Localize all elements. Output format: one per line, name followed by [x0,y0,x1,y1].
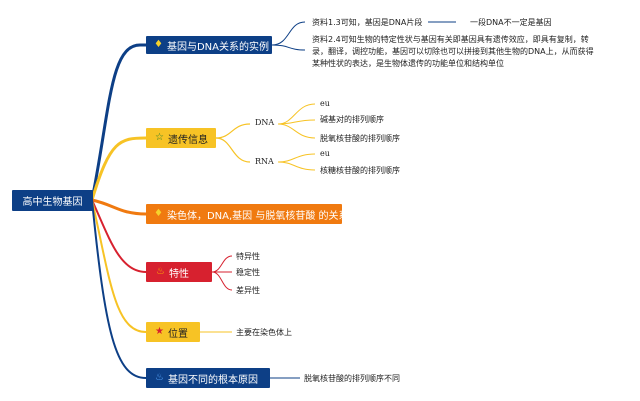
note-text-1: 资料1.3可知，基因是DNA片段 [312,18,423,27]
trait-line-3 [211,271,233,291]
branch-label: 基因不同的根本原因 [167,374,258,386]
note-line-2 [271,44,306,51]
position-item: 主要在染色体上 [236,328,292,337]
branch-node-relation[interactable]: ♦ 染色体，DNA,基因 与脱氧核苷酸 的关系 [146,204,349,224]
rna-item-line-2 [277,161,316,171]
branch-line-3 [91,198,147,216]
dna-item-1: eu [320,99,330,108]
rna-item-line-1 [277,153,316,163]
dna-label: DNA [255,118,275,127]
note-text-3: 资料2.4可知生物的特定性状与基因有关即基因具有遗传效应，即具有复制，转录，翻译… [312,35,594,68]
branch-node-position[interactable]: ★ 位置 [146,322,200,342]
note-text-2: 一段DNA不一定是基因 [470,18,552,27]
rna-item-2: 核糖核苷酸的排列顺序 [320,166,400,175]
branch-label: 特性 [168,268,189,280]
diamond-icon: ♦ [154,39,163,50]
root-node[interactable]: 高中生物基因 [12,190,93,211]
dna-item-line-1 [277,103,316,125]
branch-label: 位置 [167,328,188,340]
dna-item-line-3 [277,123,316,139]
rna-line [215,137,251,163]
fire-icon: ♨ [156,266,165,277]
dna-item-2: 碱基对的排列顺序 [320,115,384,124]
trait-item-1: 特异性 [236,252,260,261]
branch-line-5 [91,199,147,333]
fire-icon: ♨ [155,372,164,383]
branch-line-4 [91,199,147,273]
branch-node-root-cause[interactable]: ♨ 基因不同的根本原因 [146,368,270,388]
dna-item-3: 脱氧核苷酸的排列顺序 [320,134,400,143]
branch-label: 遗传信息 [167,134,208,146]
branch-line-2 [90,136,147,201]
dna-item-line-2 [277,119,316,125]
trait-item-2: 稳定性 [236,268,260,277]
diamond-icon: ♦ [154,208,163,219]
branch-label: 染色体，DNA,基因 与脱氧核苷酸 的关系 [166,210,349,222]
branch-line-1 [90,43,146,201]
cause-item: 脱氧核苷酸的排列顺序不同 [304,374,400,383]
rna-item-1: eu [320,149,330,158]
branch-label: 基因与DNA关系的实例 [166,41,269,53]
branch-node-genetic-info[interactable]: ☆ 遗传信息 [146,128,216,148]
branch-node-gene-dna-example[interactable]: ♦ 基因与DNA关系的实例 [146,36,272,54]
note-line-1 [271,21,306,46]
trait-line-1 [211,255,233,273]
branch-line-6 [91,199,147,379]
trait-item-3: 差异性 [236,286,260,295]
dna-line [215,123,251,139]
rna-label: RNA [255,157,274,166]
star-icon: ★ [155,326,164,337]
star-icon: ☆ [155,132,164,143]
branch-node-traits[interactable]: ♨ 特性 [146,262,212,282]
